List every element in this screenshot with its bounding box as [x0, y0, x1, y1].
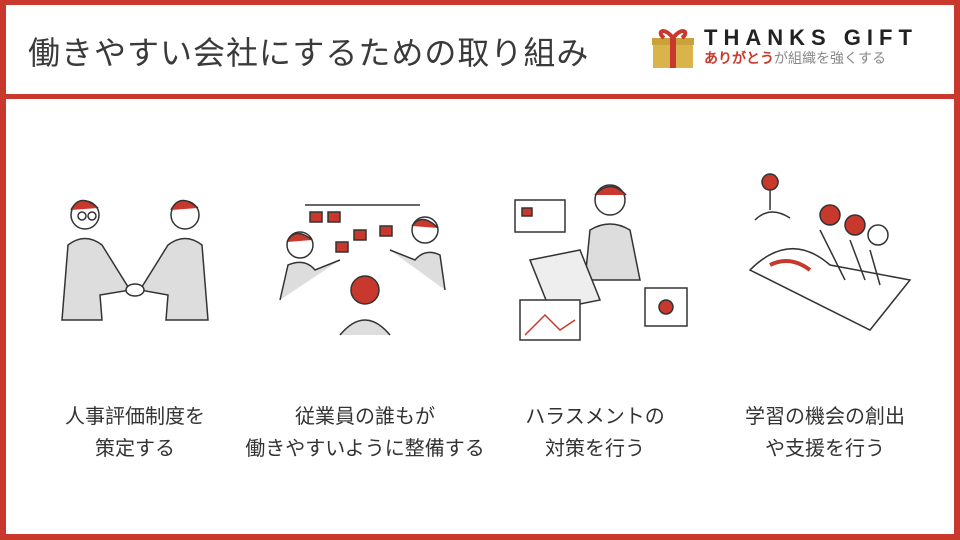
- logo-name: THANKS GIFT: [704, 25, 918, 50]
- initiative-caption: 従業員の誰もが働きやすいように整備する: [245, 404, 485, 460]
- initiative-item: 学習の機会の創出や支援を行う: [710, 170, 940, 464]
- initiative-caption: 学習の機会の創出や支援を行う: [745, 404, 905, 460]
- team-board-illustration: [279, 204, 446, 336]
- thanks-gift-logo: THANKS GIFT ありがとうが組織を強くする: [650, 24, 918, 70]
- gift-box-icon: [652, 29, 694, 68]
- handshake-illustration: [61, 199, 209, 321]
- launch-support-illustration: [748, 173, 912, 331]
- initiative-item: ハラスメントの対策を行う: [480, 170, 710, 464]
- initiative-caption: 人事評価制度を策定する: [65, 404, 205, 460]
- initiative-caption: ハラスメントの対策を行う: [525, 404, 665, 460]
- initiative-item: 人事評価制度を策定する: [20, 170, 250, 464]
- page-title: 働きやすい会社にするための取り組み: [28, 34, 590, 72]
- header-divider: [0, 94, 960, 99]
- logo-tagline: ありがとうが組織を強くする: [704, 51, 886, 67]
- initiative-item: 従業員の誰もが働きやすいように整備する: [245, 170, 485, 464]
- initiatives-list: 人事評価制度を策定する 従業員の誰もが働きやすいように整備する ハラスメントの対…: [20, 170, 940, 464]
- laptop-communication-illustration: [514, 184, 688, 341]
